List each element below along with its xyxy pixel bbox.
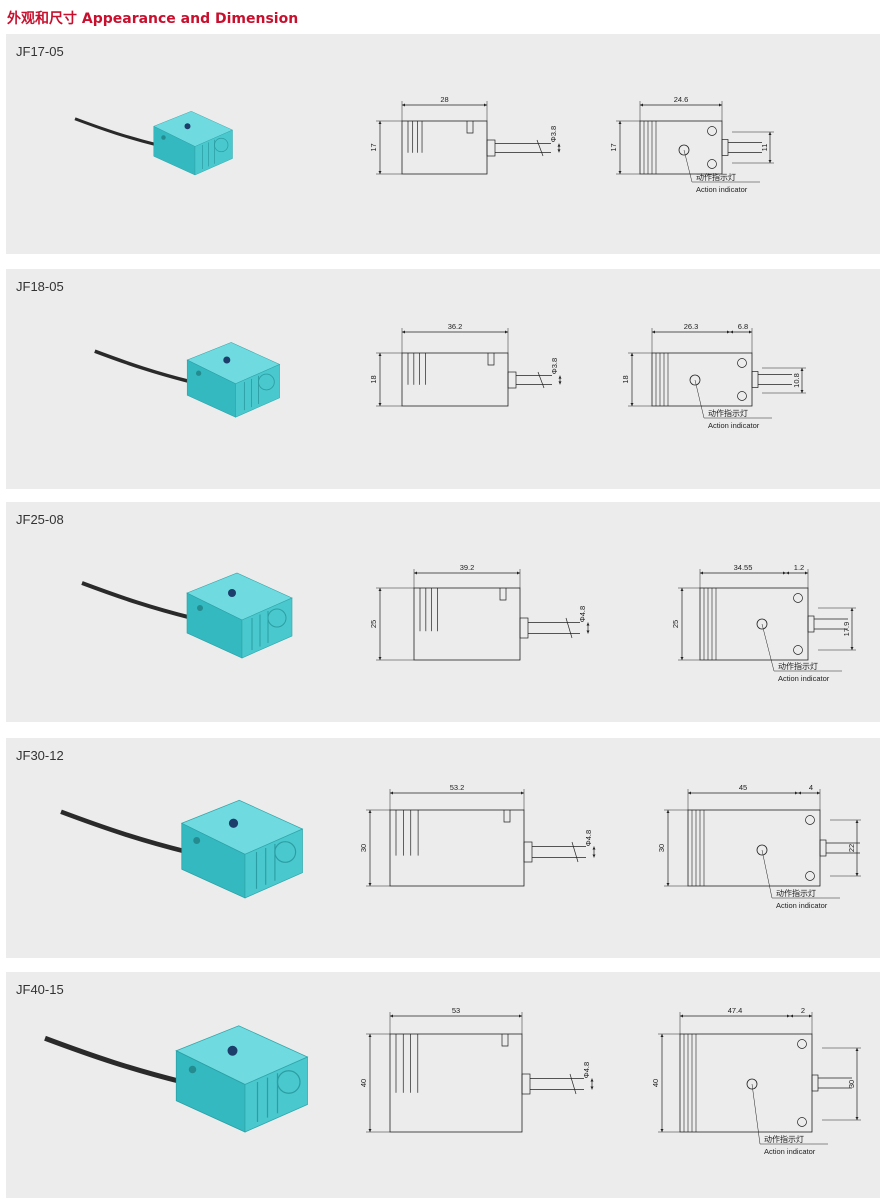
side-height-label: 25 bbox=[369, 620, 378, 628]
model-panel-jf17-05: JF17-05 28 17 Φ3.8 24.6 17 11 动作指示灯 Action indic… bbox=[6, 34, 880, 254]
front-width-label: 26.3 bbox=[684, 322, 699, 331]
front-extra-label: 2 bbox=[801, 1006, 805, 1015]
front-right-label: 11 bbox=[760, 144, 769, 152]
indicator-marker bbox=[746, 1078, 758, 1090]
indicator-label-en: Action indicator bbox=[764, 1147, 816, 1156]
side-height-label: 17 bbox=[369, 143, 378, 151]
indicator-marker bbox=[678, 144, 690, 156]
side-height-label: 18 bbox=[369, 375, 378, 383]
side-view-drawing: 53 40 Φ4.8 bbox=[359, 1006, 594, 1133]
sensor-photo bbox=[74, 111, 234, 176]
sensor-photo bbox=[44, 1025, 309, 1133]
front-height-label: 40 bbox=[651, 1079, 660, 1087]
model-label: JF17-05 bbox=[16, 44, 64, 59]
sensor-photo bbox=[94, 342, 281, 418]
cable-diameter-label: Φ4.8 bbox=[582, 1062, 591, 1078]
model-label: JF25-08 bbox=[16, 512, 64, 527]
front-view-drawing: 47.4 2 40 30 动作指示灯 Action indicator bbox=[651, 1006, 861, 1156]
panel-drawing: 36.2 18 Φ3.8 26.3 6.8 18 10.8 动作指示灯 Action indic… bbox=[94, 322, 806, 430]
front-height-label: 18 bbox=[621, 375, 630, 383]
front-body bbox=[651, 352, 753, 407]
front-height-label: 30 bbox=[657, 844, 666, 852]
model-panel-jf18-05: JF18-05 36.2 18 Φ3.8 26.3 6.8 18 10.8 动作指示灯 Actio… bbox=[6, 269, 880, 489]
side-body bbox=[401, 120, 488, 175]
side-body bbox=[389, 1033, 523, 1133]
side-length-label: 53.2 bbox=[450, 783, 465, 792]
sensor-photo bbox=[60, 799, 304, 899]
cable-diameter-label: Φ3.8 bbox=[550, 358, 559, 374]
front-height-label: 25 bbox=[671, 620, 680, 628]
indicator-led bbox=[227, 1045, 238, 1056]
front-right-label: 30 bbox=[847, 1080, 856, 1088]
indicator-marker bbox=[756, 618, 768, 630]
front-view-drawing: 26.3 6.8 18 10.8 动作指示灯 Action indicator bbox=[621, 322, 806, 430]
cable bbox=[74, 117, 158, 147]
front-width-label: 45 bbox=[739, 783, 747, 792]
page-title: 外观和尺寸 Appearance and Dimension bbox=[7, 11, 299, 27]
front-width-label: 34.55 bbox=[734, 563, 753, 572]
cable bbox=[81, 581, 193, 620]
side-height-label: 40 bbox=[359, 1079, 368, 1087]
cable-diameter-label: Φ4.8 bbox=[578, 606, 587, 622]
model-panel-jf40-15: JF40-15 53 40 Φ4.8 47.4 2 40 30 动作指示灯 Action indi… bbox=[6, 972, 880, 1198]
front-body bbox=[687, 809, 821, 887]
front-body bbox=[679, 1033, 813, 1133]
indicator-label-cn: 动作指示灯 bbox=[696, 172, 736, 182]
indicator-marker bbox=[689, 374, 701, 386]
side-view-drawing: 53.2 30 Φ4.8 bbox=[359, 783, 596, 887]
model-label: JF40-15 bbox=[16, 982, 64, 997]
indicator-led bbox=[184, 123, 191, 130]
front-extra-label: 4 bbox=[809, 783, 813, 792]
side-length-label: 36.2 bbox=[448, 322, 463, 331]
indicator-label-en: Action indicator bbox=[778, 674, 830, 683]
indicator-label-en: Action indicator bbox=[708, 421, 760, 430]
indicator-label-en: Action indicator bbox=[696, 185, 748, 194]
side-view-drawing: 28 17 Φ3.8 bbox=[369, 95, 561, 175]
sensor-photo bbox=[81, 572, 293, 659]
indicator-marker bbox=[756, 844, 768, 856]
panel-drawing: 53.2 30 Φ4.8 45 4 30 22 动作指示灯 Action indicator bbox=[60, 783, 861, 910]
panel-drawing: 28 17 Φ3.8 24.6 17 11 动作指示灯 Action indicator bbox=[74, 95, 774, 194]
cable-diameter-label: Φ3.8 bbox=[549, 126, 558, 142]
front-extra-label: 6.8 bbox=[738, 322, 748, 331]
model-label: JF30-12 bbox=[16, 748, 64, 763]
cable-diameter-label: Φ4.8 bbox=[584, 830, 593, 846]
cable bbox=[60, 809, 189, 855]
indicator-led bbox=[223, 356, 231, 364]
cable bbox=[44, 1035, 184, 1085]
side-height-label: 30 bbox=[359, 844, 368, 852]
front-view-drawing: 45 4 30 22 动作指示灯 Action indicator bbox=[657, 783, 861, 910]
side-length-label: 28 bbox=[440, 95, 448, 104]
indicator-label-cn: 动作指示灯 bbox=[778, 661, 818, 671]
indicator-led bbox=[228, 589, 236, 597]
front-right-label: 10.8 bbox=[792, 373, 801, 388]
indicator-label-cn: 动作指示灯 bbox=[764, 1134, 804, 1144]
indicator-led bbox=[228, 818, 239, 828]
panel-drawing: 53 40 Φ4.8 47.4 2 40 30 动作指示灯 Action indicator bbox=[44, 1006, 861, 1156]
front-right-label: 17.9 bbox=[842, 622, 851, 637]
front-view-drawing: 24.6 17 11 动作指示灯 Action indicator bbox=[609, 95, 774, 194]
side-body bbox=[413, 587, 521, 661]
side-length-label: 53 bbox=[452, 1006, 460, 1015]
indicator-label-en: Action indicator bbox=[776, 901, 828, 910]
model-panel-jf30-12: JF30-12 53.2 30 Φ4.8 45 4 30 22 动作指示灯 Action indi… bbox=[6, 738, 880, 958]
side-view-drawing: 36.2 18 Φ3.8 bbox=[369, 322, 562, 407]
front-extra-label: 1.2 bbox=[794, 563, 804, 572]
cable bbox=[94, 349, 193, 384]
side-view-drawing: 39.2 25 Φ4.8 bbox=[369, 563, 590, 661]
model-panel-jf25-08: JF25-08 39.2 25 Φ4.8 34.55 1.2 25 17.9 动作指示灯 Acti… bbox=[6, 502, 880, 722]
side-body bbox=[401, 352, 509, 407]
indicator-label-cn: 动作指示灯 bbox=[708, 408, 748, 418]
side-length-label: 39.2 bbox=[460, 563, 475, 572]
panel-drawing: 39.2 25 Φ4.8 34.55 1.2 25 17.9 动作指示灯 Action indi… bbox=[81, 563, 856, 683]
indicator-label-cn: 动作指示灯 bbox=[776, 888, 816, 898]
front-view-drawing: 34.55 1.2 25 17.9 动作指示灯 Action indicator bbox=[671, 563, 856, 683]
front-width-label: 24.6 bbox=[674, 95, 689, 104]
model-label: JF18-05 bbox=[16, 279, 64, 294]
front-height-label: 17 bbox=[609, 143, 618, 151]
front-right-label: 22 bbox=[847, 844, 856, 852]
front-width-label: 47.4 bbox=[728, 1006, 743, 1015]
